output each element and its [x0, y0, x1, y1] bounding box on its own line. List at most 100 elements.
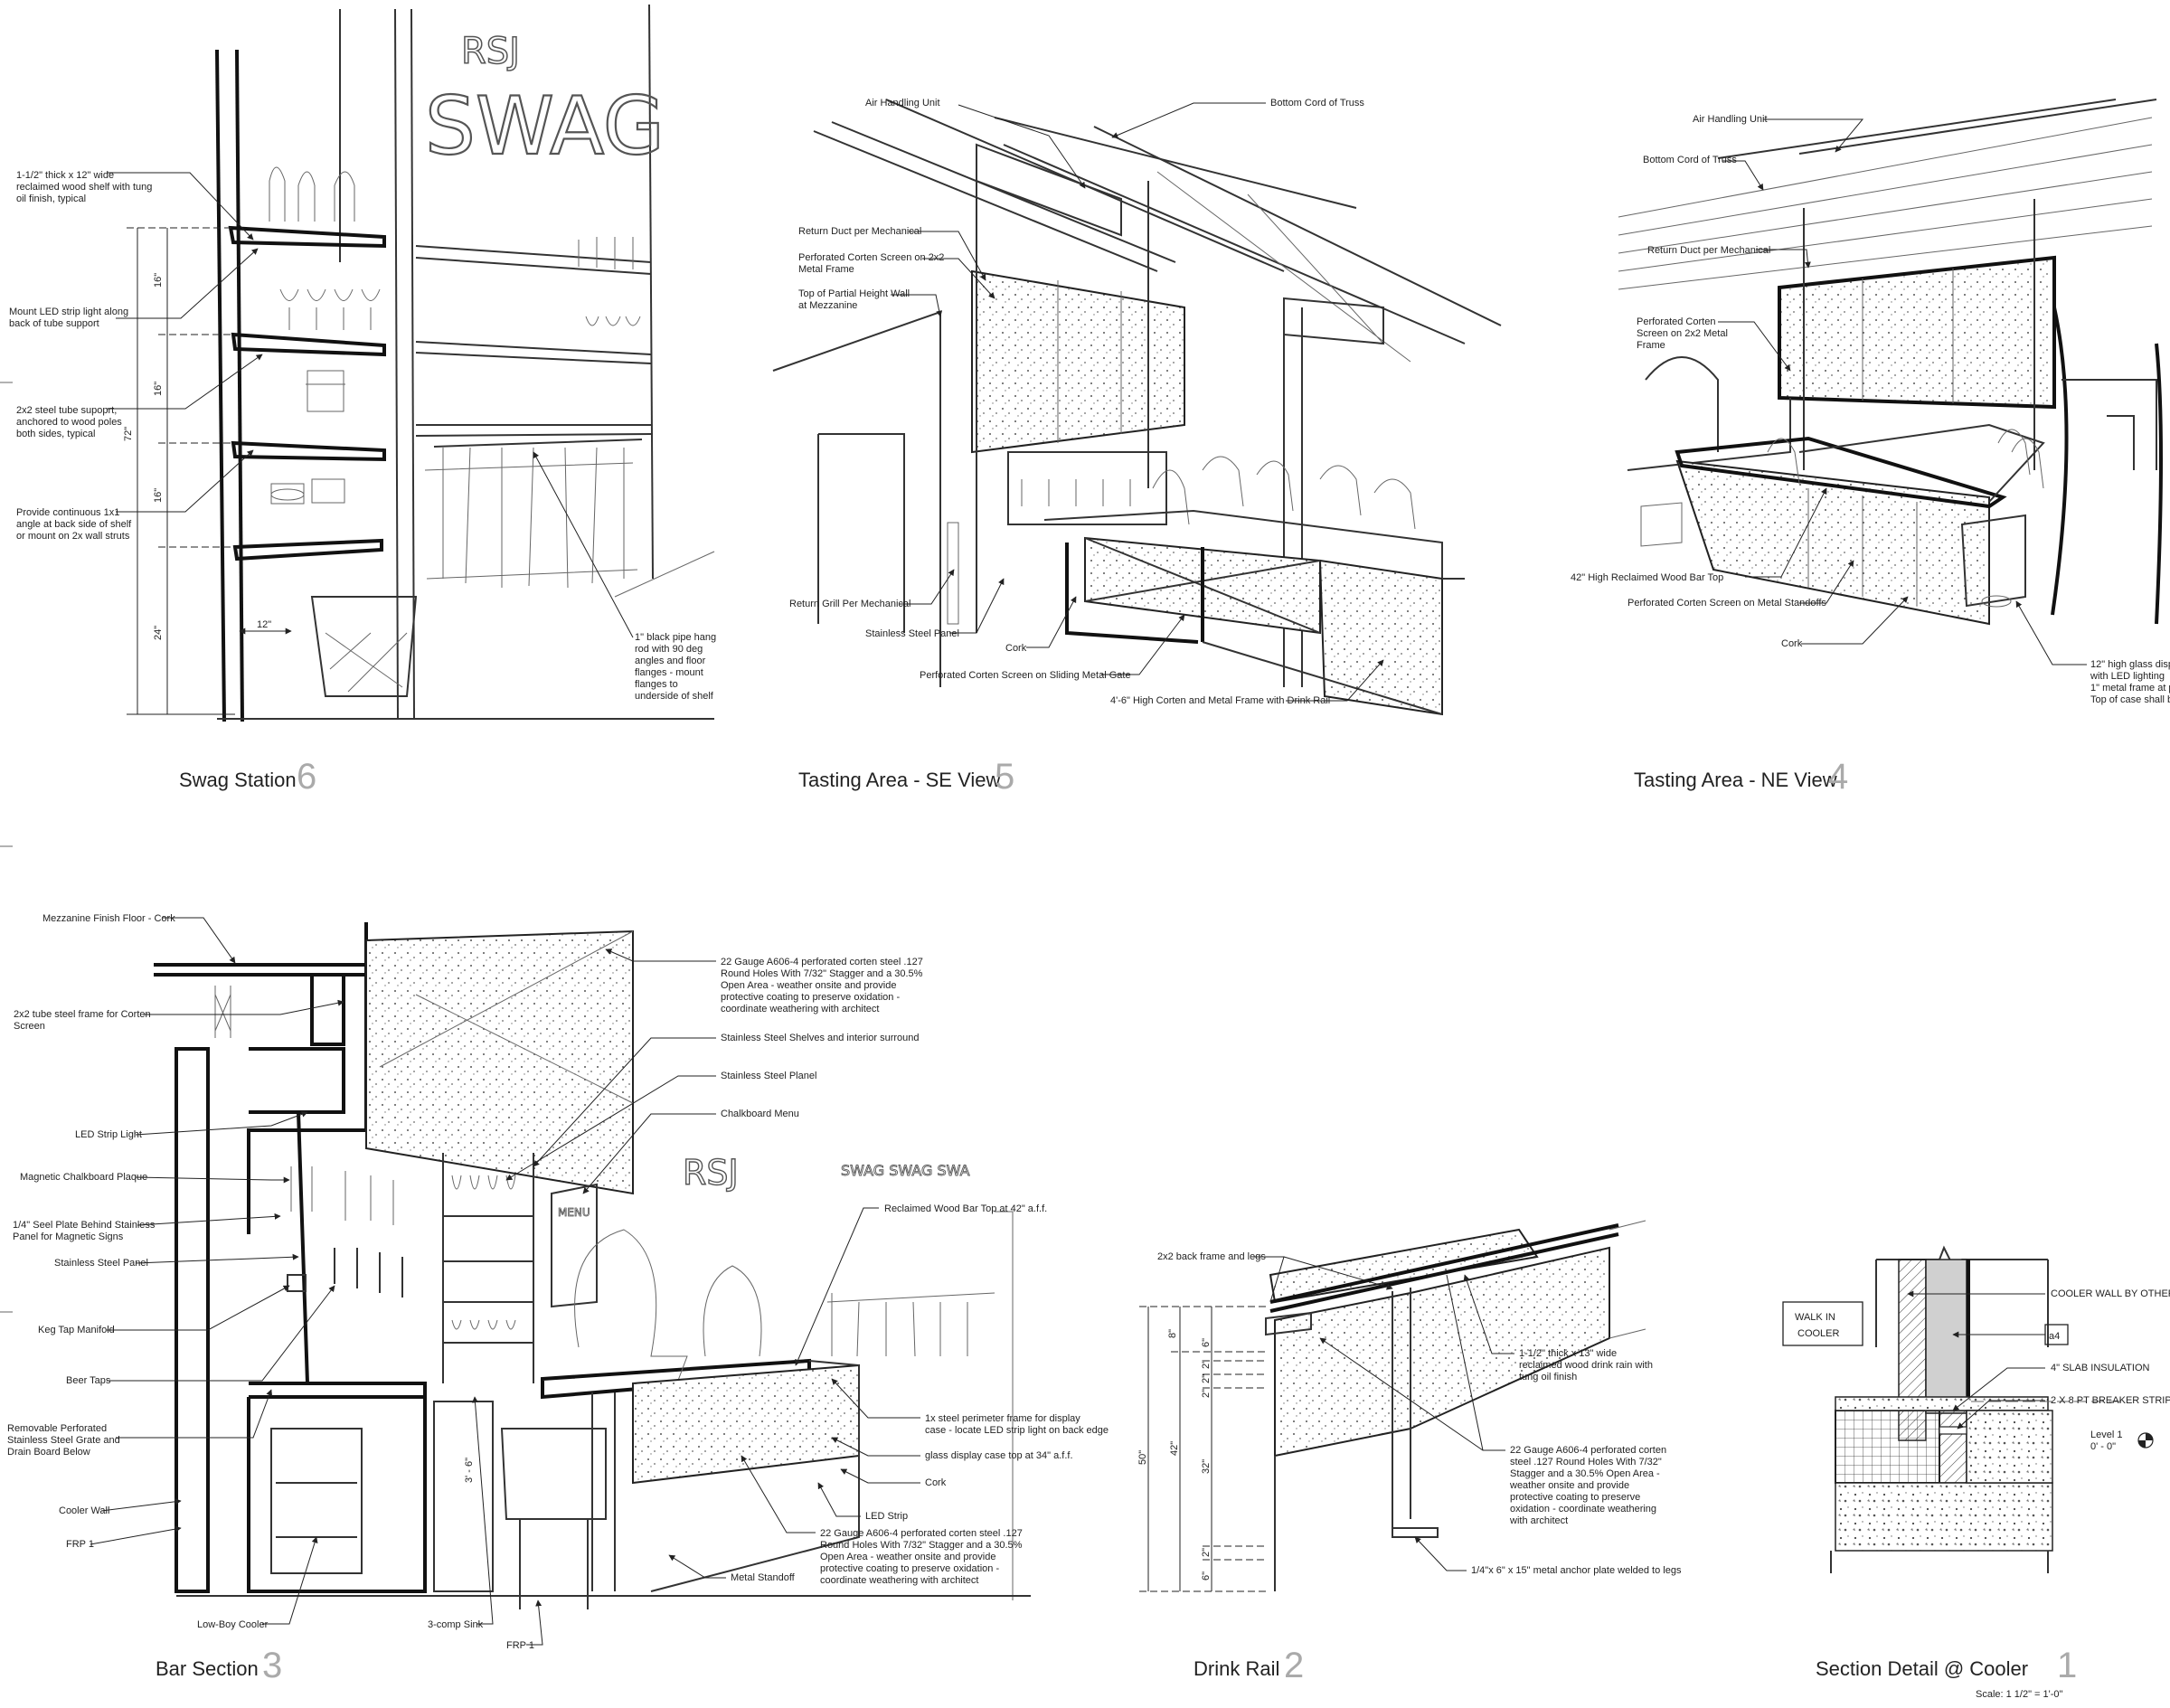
- note-ne-bartop: 42" High Reclaimed Wood Bar Top: [1571, 572, 1723, 583]
- note-bar-perimeter: 1x steel perimeter frame for display cas…: [925, 1413, 1109, 1436]
- note-bar-ledstrip: LED Strip: [865, 1511, 908, 1522]
- view-number-6: 6: [297, 757, 316, 797]
- note-se-screen: Perforated Corten Screen on 2x2 Metal Fr…: [798, 252, 944, 275]
- dim-42: 42": [1169, 1441, 1180, 1456]
- svg-text:22 Gauge A606-4 perforated cor: 22 Gauge A606-4 perforated corten: [1510, 1445, 1666, 1456]
- note-ne-truss: Bottom Cord of Truss: [1643, 155, 1737, 165]
- note-rail-frame: 2x2 back frame and legs: [1157, 1251, 1266, 1262]
- svg-text:Round Holes With 7/32" Stagger: Round Holes With 7/32" Stagger and a 30.…: [820, 1540, 1023, 1551]
- note-bar-frp: FRP 1: [66, 1539, 94, 1550]
- svg-text:Stainless Steel Grate and: Stainless Steel Grate and: [7, 1435, 120, 1446]
- svg-text:2x2 tube steel frame for Corte: 2x2 tube steel frame for Corten: [14, 1009, 151, 1020]
- note-cooler-level: Level 1 0' - 0": [2090, 1430, 2122, 1452]
- swag-sign-small: RSJ: [461, 31, 520, 72]
- svg-text:tung oil finish: tung oil finish: [1519, 1372, 1577, 1382]
- svg-text:1-1/2" thick x 13" wide: 1-1/2" thick x 13" wide: [1519, 1348, 1617, 1359]
- note-tube: 2x2 steel tube supoprt, anchored to wood…: [16, 405, 122, 439]
- svg-text:Drain Board Below: Drain Board Below: [7, 1447, 90, 1458]
- dim-16a: 16": [153, 273, 164, 288]
- swag-swag-sign: SWAG SWAG SWA: [841, 1162, 970, 1179]
- svg-text:flanges - mount: flanges - mount: [635, 667, 703, 678]
- note-bar-plaque: Magnetic Chalkboard Plaque: [20, 1172, 147, 1183]
- view-number-3: 3: [262, 1646, 282, 1685]
- note-rail-corten: 22 Gauge A606-4 perforated corten steel …: [1509, 1445, 1666, 1526]
- svg-text:with architect: with architect: [1509, 1515, 1568, 1526]
- note-bar-tube: 2x2 tube steel frame for Corten Screen: [14, 1009, 151, 1032]
- note-bar-lowboy: Low-Boy Cooler: [197, 1619, 269, 1630]
- rsj-sign: RSJ: [683, 1153, 739, 1193]
- svg-text:1-1/2" thick x 12" wide: 1-1/2" thick x 12" wide: [16, 170, 114, 181]
- note-bar-corten: 22 Gauge A606-4 perforated corten steel …: [721, 957, 923, 1014]
- note-bar-cork: Cork: [925, 1477, 947, 1488]
- svg-text:Level 1: Level 1: [2090, 1430, 2122, 1440]
- view-title-tasting-se: Tasting Area - SE View: [798, 769, 1000, 791]
- svg-text:Provide continuous 1x1: Provide continuous 1x1: [16, 507, 119, 518]
- svg-text:reclaimed wood drink rain with: reclaimed wood drink rain with: [1519, 1360, 1653, 1371]
- note-bar-sink: 3-comp Sink: [428, 1619, 484, 1630]
- note-bar-chalk: Chalkboard Menu: [721, 1109, 799, 1119]
- svg-text:anchored to wood poles: anchored to wood poles: [16, 417, 122, 428]
- note-angle: Provide continuous 1x1 angle at back sid…: [16, 507, 132, 542]
- note-bar-keg: Keg Tap Manifold: [38, 1325, 115, 1335]
- view-title-tasting-ne: Tasting Area - NE View: [1634, 769, 1837, 791]
- svg-text:weather onsite and provide: weather onsite and provide: [1509, 1480, 1629, 1491]
- svg-text:protective coating to preserve: protective coating to preserve oxidation…: [721, 992, 900, 1003]
- note-se-gate: Perforated Corten Screen on Sliding Meta…: [920, 670, 1131, 681]
- dim-24: 24": [153, 626, 164, 640]
- svg-text:protective coating to preserve: protective coating to preserve: [1510, 1492, 1640, 1503]
- svg-text:12" high glass display: 12" high glass display: [2090, 659, 2170, 670]
- view-title-cooler: Section Detail @ Cooler: [1816, 1657, 2028, 1680]
- svg-text:1/4" Seel Plate Behind Stainle: 1/4" Seel Plate Behind Stainless: [13, 1220, 156, 1231]
- svg-text:Panel for Magnetic Signs: Panel for Magnetic Signs: [13, 1231, 124, 1242]
- note-bar-planel: Stainless Steel Planel: [721, 1071, 816, 1081]
- drink-rail-view: 8" 6" 2" 2" 2" 32" 2" 6" 42" 50" 2x2 bac…: [1137, 1220, 1682, 1685]
- view-title-bar: Bar Section: [156, 1657, 259, 1680]
- note-bar-corten2: 22 Gauge A606-4 perforated corten steel …: [820, 1528, 1023, 1586]
- svg-text:or mount on 2x wall struts: or mount on 2x wall struts: [16, 531, 130, 542]
- svg-text:protective coating to preserve: protective coating to preserve oxidation…: [820, 1563, 999, 1574]
- view-title-swag: Swag Station: [179, 769, 297, 791]
- dim-50: 50": [1137, 1450, 1148, 1465]
- dim-2a: 2": [1201, 1360, 1212, 1369]
- note-bar-ss: Stainless Steel Panel: [54, 1258, 148, 1269]
- view-number-2: 2: [1284, 1646, 1304, 1685]
- note-ne-screen: Perforated Corten Screen on 2x2 Metal Fr…: [1637, 316, 1728, 351]
- svg-text:Screen: Screen: [14, 1021, 45, 1032]
- level-marker-icon: [2137, 1432, 2154, 1448]
- svg-text:oxidation - coordinate weather: oxidation - coordinate weathering: [1510, 1504, 1656, 1515]
- svg-text:reclaimed wood shelf with tung: reclaimed wood shelf with tung: [16, 182, 152, 193]
- dim-72: 72": [123, 427, 134, 441]
- note-se-cork: Cork: [1005, 643, 1027, 654]
- tag-a4: a4: [2049, 1331, 2060, 1342]
- note-bar-frp2: FRP 1: [506, 1640, 534, 1651]
- note-led: Mount LED strip light along back of tube…: [9, 307, 128, 329]
- note-cooler-strip: 2 X 8 PT BREAKER STRIP: [2051, 1395, 2170, 1406]
- menu-sign: MENU: [558, 1206, 590, 1219]
- note-bar-mezz: Mezzanine Finish Floor - Cork: [42, 913, 175, 924]
- note-rail-rail: 1-1/2" thick x 13" wide reclaimed wood d…: [1519, 1348, 1653, 1382]
- note-cooler-wall: COOLER WALL BY OTHERS: [2051, 1288, 2170, 1299]
- note-ne-display: 12" high glass display with LED lighting…: [2090, 659, 2170, 705]
- dim-3-6: 3' - 6": [464, 1458, 475, 1483]
- dim-16b: 16": [153, 382, 164, 396]
- dim-16c: 16": [153, 488, 164, 503]
- note-se-wall: Top of Partial Height Wall at Mezzanine: [798, 288, 910, 311]
- note-se-ss: Stainless Steel Panel: [865, 628, 959, 639]
- svg-text:22 Gauge A606-4 perforated cor: 22 Gauge A606-4 perforated corten steel …: [820, 1528, 1023, 1539]
- note-ne-duct: Return Duct per Mechanical: [1647, 245, 1770, 256]
- note-ne-ahu: Air Handling Unit: [1693, 114, 1768, 125]
- dim-32: 32": [1201, 1459, 1212, 1474]
- svg-text:1" black pipe hang: 1" black pipe hang: [635, 632, 716, 643]
- note-cooler-insulation: 4" SLAB INSULATION: [2051, 1363, 2150, 1373]
- view-number-1: 1: [2057, 1646, 2077, 1685]
- note-se-truss: Bottom Cord of Truss: [1270, 98, 1364, 109]
- svg-text:Open Area - weather onsite and: Open Area - weather onsite and provide: [721, 980, 896, 991]
- svg-text:Top of case shall be 3: Top of case shall be 3: [2090, 694, 2170, 705]
- note-se-frame: 4'-6" High Corten and Metal Frame with D…: [1110, 695, 1330, 706]
- svg-text:flanges to: flanges to: [635, 679, 678, 690]
- dim-12: 12": [257, 619, 271, 630]
- tasting-ne-view: Air Handling Unit Bottom Cord of Truss R…: [1571, 99, 2170, 797]
- note-bar-led: LED Strip Light: [75, 1129, 142, 1140]
- svg-text:Open Area - weather onsite and: Open Area - weather onsite and provide: [820, 1552, 995, 1562]
